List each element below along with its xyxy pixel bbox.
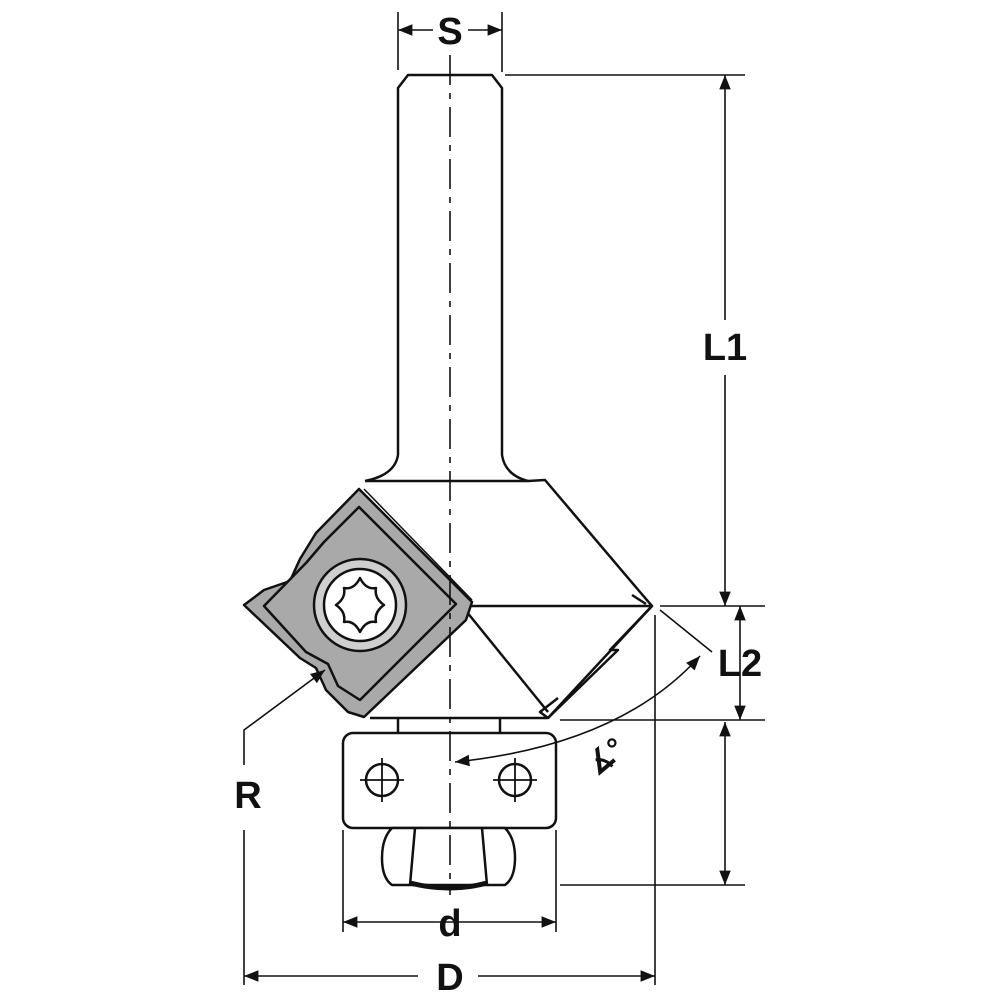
label-r: R xyxy=(234,775,261,817)
l2-leader xyxy=(659,609,713,653)
insert-highlight xyxy=(363,488,473,601)
label-s: S xyxy=(437,11,462,53)
shank xyxy=(396,73,529,483)
body-diagonal xyxy=(461,605,549,713)
r-leader xyxy=(243,669,326,765)
cutting-edge-seg xyxy=(631,593,647,606)
nut-face-left xyxy=(408,827,417,886)
shank-fillet-left xyxy=(364,454,400,483)
angle-arc xyxy=(454,655,701,767)
torx-recess xyxy=(334,576,386,634)
label-angle: ∡° xyxy=(580,732,631,782)
label-l1: L1 xyxy=(703,327,747,369)
label-l2: L2 xyxy=(718,643,762,685)
chip-notch-bottom xyxy=(538,697,559,719)
label-D: D xyxy=(436,957,463,999)
nut-face-right xyxy=(480,827,489,886)
nut xyxy=(380,826,517,887)
label-d: d xyxy=(438,903,461,945)
